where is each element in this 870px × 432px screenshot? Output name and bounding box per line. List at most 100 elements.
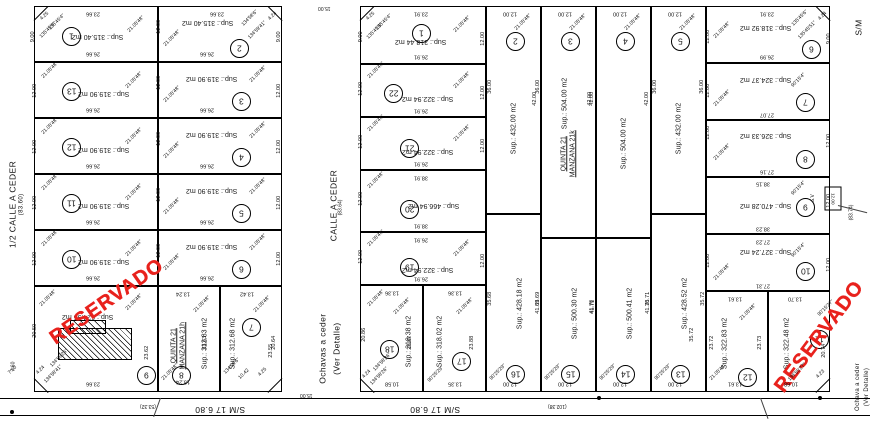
lot-left-1[interactable] [34,6,158,62]
lot-left-10[interactable] [34,230,158,286]
dim-left-8-front: 13.24 [176,290,190,297]
lot-right-19[interactable] [360,232,486,285]
lot-left-7[interactable] [220,286,282,392]
dim-right-15-front: 12.00 [558,380,572,387]
lot-number-right-12: 12 [738,368,757,387]
lot-right-14[interactable] [596,238,651,392]
lot-right-15[interactable] [541,238,596,392]
dim-left-2-sideb: 9.00 [276,31,283,43]
street-middle-dim: (83.64) [337,199,344,216]
lot-right-4[interactable] [596,6,651,238]
lot-area-left-5: Sup.: 319.90 m2 [186,187,238,194]
dim-right-18-sideb: 23.87 [407,335,414,350]
lot-left-2[interactable] [158,6,282,62]
lot-right-10[interactable] [706,234,830,291]
dim-right-9-side: 12.00 [826,193,833,208]
lot-left-3[interactable] [158,62,282,118]
dim-right-8-front: 27.16 [760,168,774,175]
lot-area-right-15: Sup.: 500.30 m2 [571,287,579,340]
street-label-bottom-right: S/M 17 6.80 [365,404,505,415]
lot-right-11[interactable] [768,291,830,392]
lot-number-right-5: 5 [671,32,690,51]
lot-number-left-6: 6 [232,260,251,279]
dim-right-9-front: 38.23 [756,225,770,232]
lot-right-7[interactable] [706,63,830,120]
lot-left-8[interactable] [158,286,220,392]
dim-right-18-sidea: 20.86 [361,327,368,342]
lot-number-right-17: 17 [452,352,471,371]
bottom-street-line-lower [0,415,870,417]
lot-right-20[interactable] [360,170,486,232]
dim-right-2-front: 12.00 [503,10,517,17]
dim-left-6-sideb: 12.00 [276,251,283,266]
dim-right-18-back: 13.36 [385,289,399,296]
dim-right-14-sidea: 41.71 [590,299,597,314]
dim-right-12-ang: 35.72 [689,327,696,342]
lot-number-right-22: 22 [384,84,403,103]
lot-right-2[interactable] [486,6,541,214]
lot-area-left-2: Sup.: 315.40 m2 [182,19,234,26]
lot-left-4[interactable] [158,118,282,174]
dim-right-22-sideb: 12.00 [480,85,487,100]
dim-right-15-sidea: 41.69 [535,299,542,314]
lot-right-8[interactable] [706,120,830,177]
dim-right-6-sideb: 9.00 [826,33,833,45]
dim-right-17-back: 13.36 [448,289,462,296]
lot-number-left-4: 4 [232,148,251,167]
lot-area-left-12: Sup.: 319.90 m2 [78,146,130,153]
lot-right-9[interactable] [706,177,830,234]
lot-left-9[interactable] [34,286,158,392]
dim-right-21-front: 26.91 [414,160,428,167]
lot-right-18[interactable] [360,285,423,392]
lot-area-left-10: Sup.: 319.90 m2 [78,258,130,265]
dim-left-3-sidea: 12.00 [156,75,163,90]
lot-number-right-1: 1 [412,24,431,43]
lot-area-right-10: Sup.: 327.24 m2 [740,248,792,255]
lot-right-3[interactable] [541,6,596,238]
lot-number-right-13: 13 [671,365,690,384]
ochava-right-line1: Ochava a ceder [855,363,861,411]
dim-right-16-sidea: 35.68 [487,291,494,306]
dim-right-7-sidea: 12.00 [705,83,712,98]
lot-number-left-1: 1 [62,27,81,46]
lot-number-left-5: 5 [232,204,251,223]
dim-right-11-back: 13.70 [788,295,802,302]
lot-left-12[interactable] [34,118,158,174]
dim-right-8-sideb: 12.00 [826,133,833,148]
ochavas-left-dim: 15.00 [300,392,313,398]
lot-right-21[interactable] [360,117,486,170]
dim-left-7-front: 13.42 [240,290,254,297]
lot-right-17[interactable] [423,285,486,392]
lot-right-12[interactable] [706,291,768,392]
street-label-left: 1/2 CALLE A CEDER (83.60) [8,149,27,259]
lot-right-13[interactable] [651,214,706,392]
dim-right-20-side: 12.00 [358,191,365,206]
dim-right-22-sidea: 12.00 [358,81,365,96]
block-right-quinta: QUINTA 21 [560,136,568,172]
lot-area-right-1: Sup.: 318.44 m2 [395,38,447,45]
lot-number-left-7: 7 [242,318,261,337]
lot-right-22[interactable] [360,64,486,117]
street-label-right: S/M [853,0,864,56]
lot-left-11[interactable] [34,174,158,230]
lot-right-5[interactable] [651,6,706,214]
building-footprint-lot9-annex [70,320,106,334]
street-right-name: S/M [853,19,864,36]
lot-right-1[interactable] [360,6,486,64]
lot-right-6[interactable] [706,6,830,63]
lot-left-6[interactable] [158,230,282,286]
dim-right-13-sidea: 35.71 [645,291,652,306]
lot-number-right-21: 21 [400,139,419,158]
street-bottom-left-dim: (53.32) [140,403,156,409]
lot-left-5[interactable] [158,174,282,230]
dim-right-17-front: 13.35 [448,380,462,387]
lot-area-left-11: Sup.: 319.90 m2 [78,202,130,209]
street-bottom-left-name: S/M 17 6.80 [194,405,246,416]
dim-right-1-back: 23.91 [414,10,428,17]
lot-right-16[interactable] [486,214,541,392]
dim-right-6-sidea: 12.00 [705,29,712,44]
lot-number-left-8: 8 [172,366,191,385]
lot-left-13[interactable] [34,62,158,118]
dim-left-4-sidea: 12.00 [156,131,163,146]
dim-left-9-sidea: 20.50 [32,323,39,338]
